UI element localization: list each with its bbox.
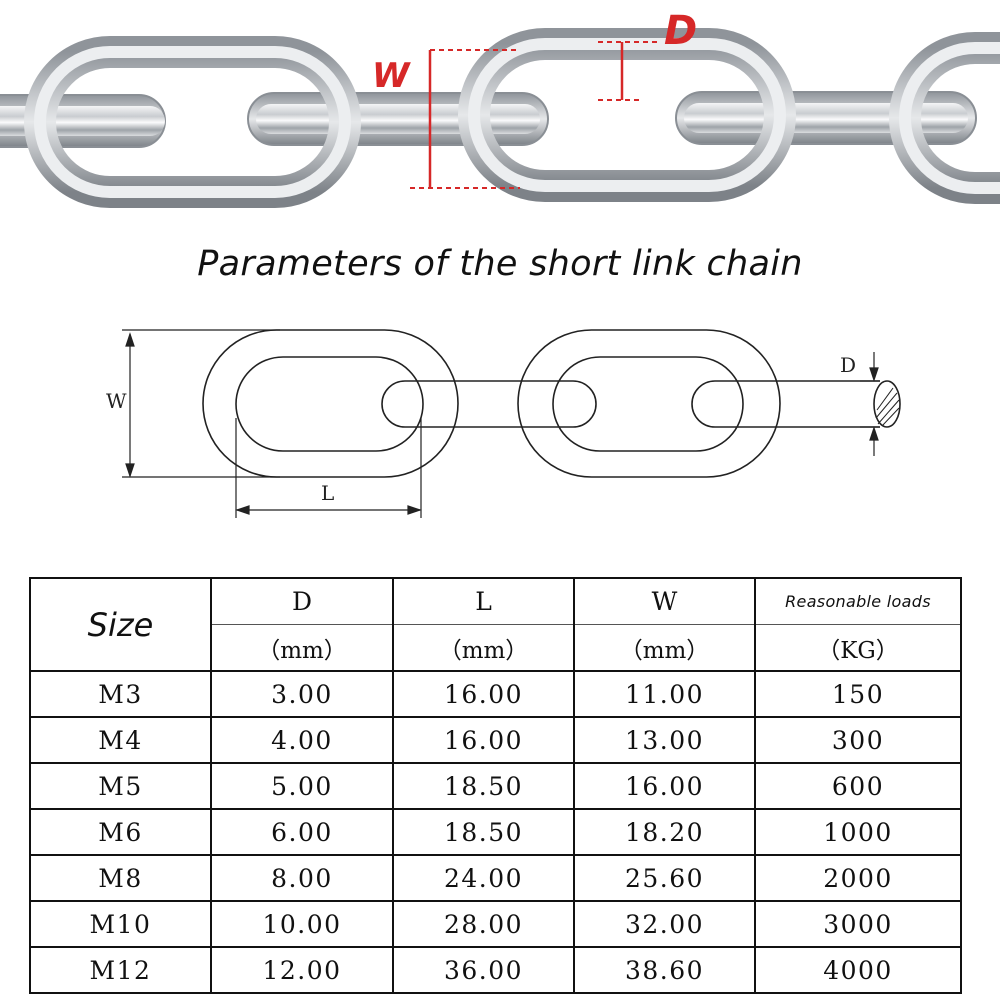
cell-load: 150 [754, 670, 962, 718]
cell-l: 28.00 [392, 900, 575, 948]
cell-load: 2000 [754, 854, 962, 902]
chain-link-horizontal [247, 92, 549, 146]
cell-w: 18.20 [573, 808, 756, 856]
diagram-link-left [202, 329, 459, 478]
table-row: M12 12.00 36.00 38.60 4000 [29, 946, 962, 994]
cell-load: 3000 [754, 900, 962, 948]
unit-load: （KG） [754, 624, 962, 672]
cell-size: M6 [29, 808, 212, 856]
cell-load: 300 [754, 716, 962, 764]
page-title: Parameters of the short link chain [197, 244, 803, 284]
cell-size: M5 [29, 762, 212, 810]
cell-w: 38.60 [573, 946, 756, 994]
table-row: M8 8.00 24.00 25.60 2000 [29, 854, 962, 902]
table-row: M5 5.00 18.50 16.00 600 [29, 762, 962, 810]
cell-l: 24.00 [392, 854, 575, 902]
chain-link-flat [889, 32, 1000, 204]
table-header-row: Size D L W Reasonable loads [29, 577, 962, 672]
cell-w: 11.00 [573, 670, 756, 718]
cell-size: M12 [29, 946, 212, 994]
unit-l: （mm） [392, 624, 575, 672]
cell-l: 16.00 [392, 716, 575, 764]
cell-l: 18.50 [392, 762, 575, 810]
cell-load: 4000 [754, 946, 962, 994]
cell-d: 3.00 [210, 670, 394, 718]
diagram-link-middle [381, 380, 597, 428]
cell-w: 16.00 [573, 762, 756, 810]
table-row: M10 10.00 28.00 32.00 3000 [29, 900, 962, 948]
column-header-w: W [573, 577, 756, 625]
diagram-label-l: L [321, 481, 334, 505]
cell-size: M10 [29, 900, 212, 948]
cell-size: M4 [29, 716, 212, 764]
cell-w: 32.00 [573, 900, 756, 948]
diagram-label-d: D [840, 353, 856, 377]
wire-section [873, 380, 901, 428]
cell-w: 25.60 [573, 854, 756, 902]
photo-label-d: D [664, 8, 697, 54]
table-unit-row: （mm） （mm） （mm） （KG） [30, 624, 962, 672]
cell-d: 12.00 [210, 946, 394, 994]
chain-diagram: W L D [106, 329, 901, 518]
diameter-callout [598, 41, 660, 101]
table-row: M3 3.00 16.00 11.00 150 [29, 670, 962, 718]
cell-l: 36.00 [392, 946, 575, 994]
table-row: M6 6.00 18.50 18.20 1000 [29, 808, 962, 856]
column-header-l: L [392, 577, 575, 625]
size-header: Size [29, 577, 212, 672]
table-row: M4 4.00 16.00 13.00 300 [29, 716, 962, 764]
cell-l: 18.50 [392, 808, 575, 856]
column-header-d: D [210, 577, 394, 625]
diagram-link-right [517, 329, 781, 478]
chain-link-flat [458, 28, 796, 202]
cell-w: 13.00 [573, 716, 756, 764]
cell-size: M3 [29, 670, 212, 718]
unit-w: （mm） [573, 624, 756, 672]
chain-link-flat [24, 36, 361, 208]
cell-size: M8 [29, 854, 212, 902]
column-header-load: Reasonable loads [754, 577, 962, 625]
cell-d: 5.00 [210, 762, 394, 810]
width-callout [410, 49, 520, 189]
cell-d: 6.00 [210, 808, 394, 856]
cell-d: 4.00 [210, 716, 394, 764]
cell-load: 1000 [754, 808, 962, 856]
spec-table: Size D L W Reasonable loads （mm） （mm） （m… [29, 577, 962, 994]
unit-d: （mm） [210, 624, 394, 672]
photo-label-w: W [372, 56, 411, 96]
chain-photo: W D [0, 8, 1000, 208]
diagram-label-w: W [106, 389, 127, 413]
cell-l: 16.00 [392, 670, 575, 718]
chain-link-horizontal [675, 91, 977, 145]
cell-d: 8.00 [210, 854, 394, 902]
cell-d: 10.00 [210, 900, 394, 948]
cell-load: 600 [754, 762, 962, 810]
